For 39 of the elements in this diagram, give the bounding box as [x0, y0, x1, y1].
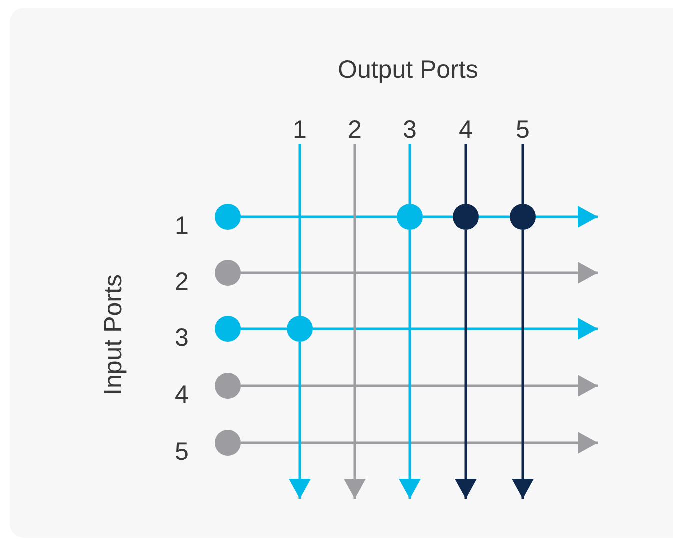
port-number: 1	[293, 116, 307, 144]
axis-title: Input Ports	[98, 274, 127, 396]
connector-line	[408, 144, 412, 204]
port-dot	[215, 204, 241, 230]
connector-line	[241, 328, 287, 330]
connector-line	[241, 216, 397, 218]
arrow	[455, 230, 477, 499]
arrow	[344, 144, 366, 499]
crosspoint-dot	[397, 204, 423, 230]
port-dot	[215, 260, 241, 286]
arrow	[313, 318, 598, 340]
arrow	[289, 342, 311, 499]
port-number: 1	[175, 212, 189, 240]
connector-line	[423, 216, 453, 218]
port-dot	[215, 430, 241, 456]
arrow	[512, 230, 534, 499]
port-number: 2	[348, 116, 362, 144]
crosspoint-dot	[287, 316, 313, 342]
port-number: 2	[175, 268, 189, 296]
arrow	[241, 262, 598, 284]
port-dot	[215, 373, 241, 399]
connector-line	[522, 144, 524, 204]
port-number: 4	[459, 116, 473, 144]
connector-line	[479, 216, 510, 218]
port-number: 4	[175, 381, 189, 409]
port-dot	[215, 316, 241, 342]
port-number: 3	[403, 116, 417, 144]
arrow	[536, 206, 598, 228]
connector-line	[464, 144, 468, 204]
arrow	[241, 375, 598, 397]
port-number: 5	[175, 438, 189, 466]
arrow	[241, 432, 598, 454]
connector-line	[298, 144, 302, 316]
arrow	[399, 230, 421, 499]
crosspoint-dot	[510, 204, 536, 230]
port-number: 5	[516, 116, 530, 144]
crosspoint-dot	[453, 204, 479, 230]
axis-title: Output Ports	[338, 56, 478, 84]
port-number: 3	[175, 324, 189, 352]
